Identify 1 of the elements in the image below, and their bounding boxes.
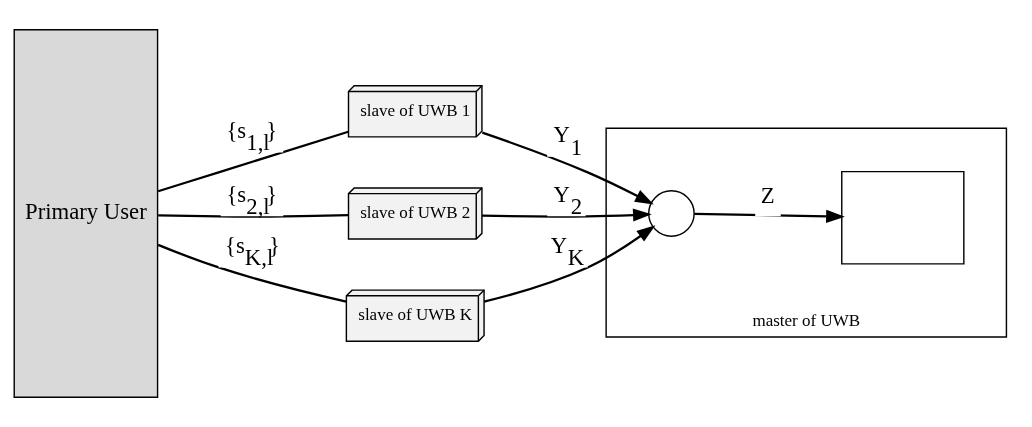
edge-label: Z — [760, 183, 775, 209]
